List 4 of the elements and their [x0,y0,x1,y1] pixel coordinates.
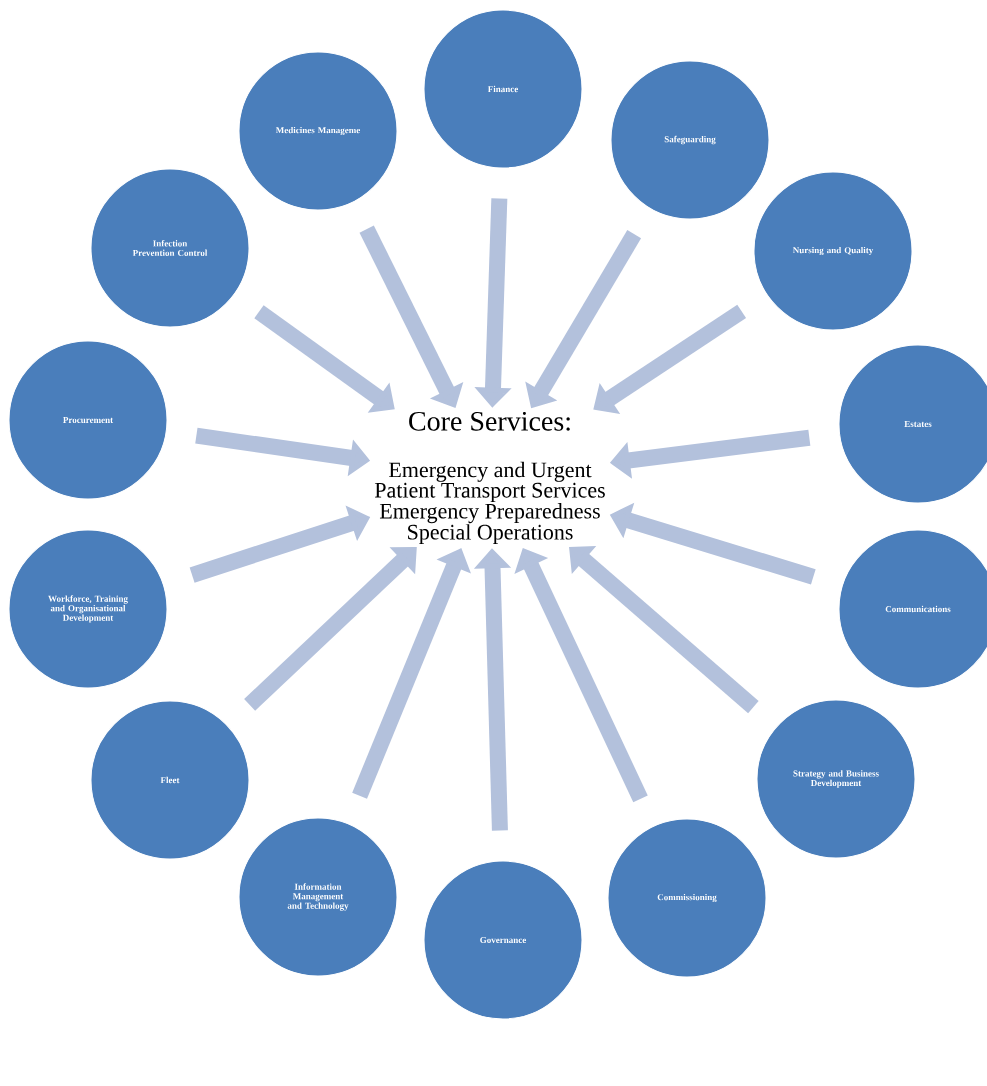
core-services-text: Core Services: Emergency and Urgent Patient Transport Services Emergency Preparedness Special Operations [374,411,605,545]
block-arrow [254,305,395,413]
block-arrow [593,304,747,414]
block-arrow [244,547,417,711]
